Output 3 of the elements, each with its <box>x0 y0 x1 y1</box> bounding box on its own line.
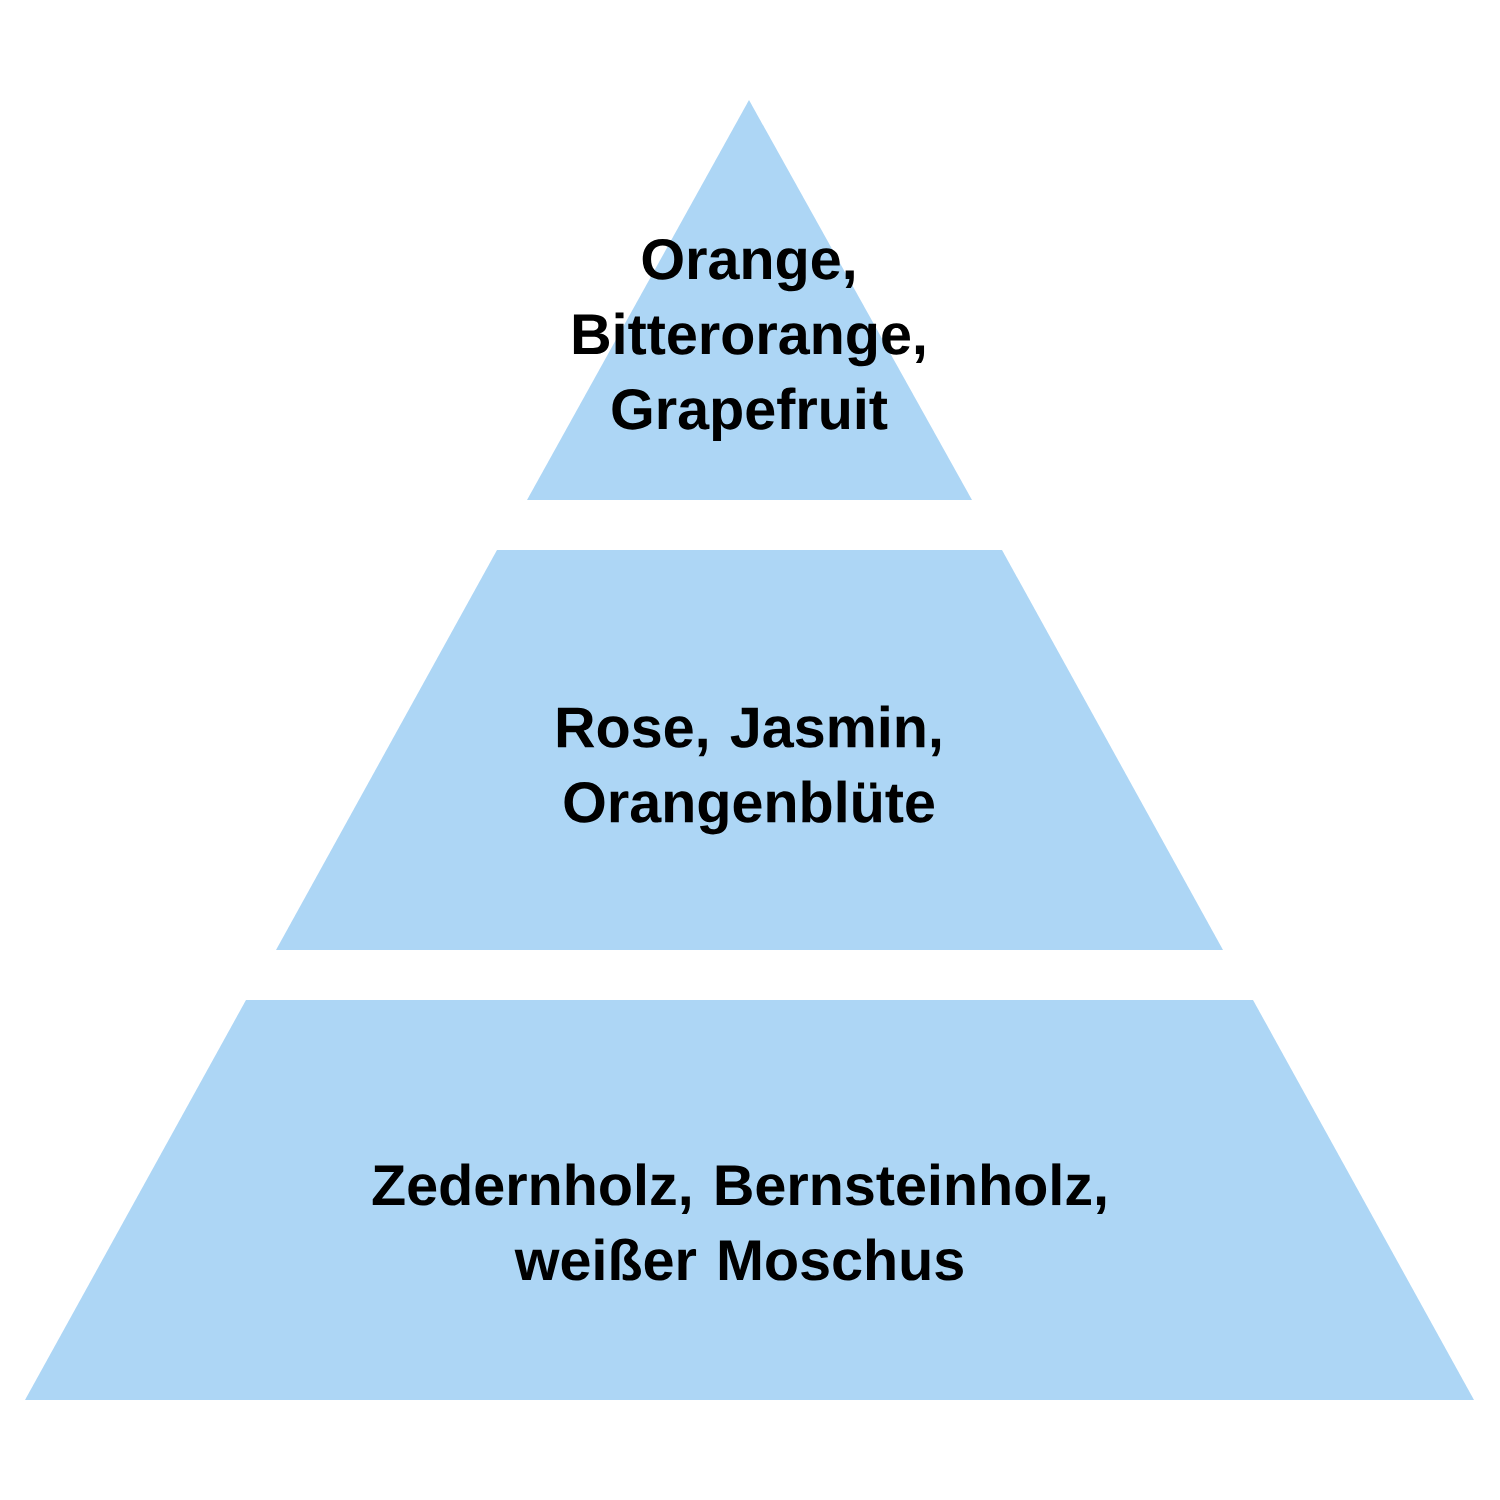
pyramid-tier: Zedernholz, Bernsteinholz, weißer Moschus <box>25 1000 1474 1400</box>
pyramid-tier: Orange, Bitterorange, Grapefruit <box>527 100 972 500</box>
pyramid-tier: Rose, Jasmin, Orangenblüte <box>276 550 1223 950</box>
